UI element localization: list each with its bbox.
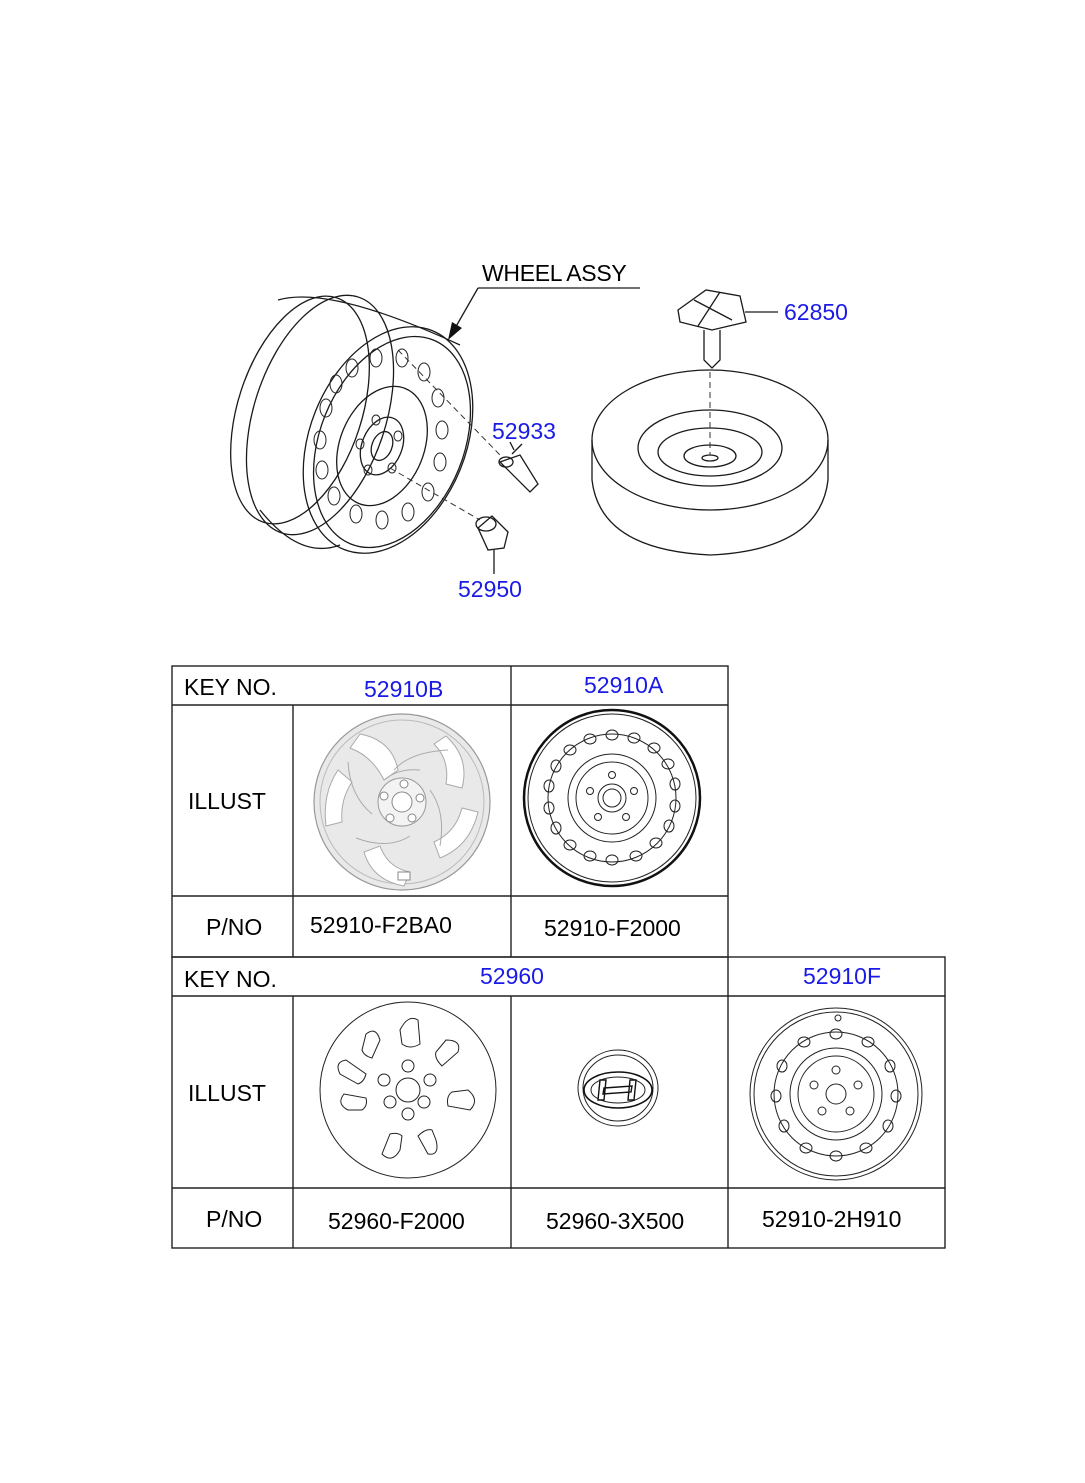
key-52910b: 52910B [364, 676, 444, 702]
tire-clamp-illustration [677, 289, 778, 369]
pno-52910-f2000: 52910-F2000 [544, 915, 681, 941]
lug-nut-illustration [475, 515, 509, 574]
pno-label: P/NO [206, 914, 263, 940]
spare-tire-illustration [591, 369, 829, 556]
wheel-assy-label: WHEEL ASSY [482, 260, 627, 286]
pno-52960-f2000: 52960-F2000 [328, 1208, 465, 1234]
key-no-label-2: KEY NO. [184, 966, 277, 992]
valve-illustration [498, 441, 539, 493]
key-52960: 52960 [480, 963, 544, 989]
key-52910a: 52910A [584, 672, 664, 698]
pno-52910-f2ba0: 52910-F2BA0 [310, 912, 452, 938]
steel-wheel-illustration [230, 294, 501, 554]
illust-label-2: ILLUST [188, 1080, 266, 1106]
pno-52910-2h910: 52910-2H910 [762, 1206, 902, 1232]
part-52950-label: 52950 [458, 576, 522, 602]
exploded-wheel-drawing [230, 287, 829, 574]
key-no-label: KEY NO. [184, 674, 277, 700]
pno-label-2: P/NO [206, 1206, 263, 1232]
key-52910f: 52910F [803, 963, 882, 989]
pno-52960-3x500: 52960-3X500 [546, 1208, 685, 1234]
illust-label: ILLUST [188, 788, 266, 814]
wheel-assy-leader [448, 287, 640, 340]
valve-leader [511, 443, 523, 455]
part-52933-label: 52933 [492, 418, 556, 444]
part-62850-label: 62850 [784, 299, 848, 325]
